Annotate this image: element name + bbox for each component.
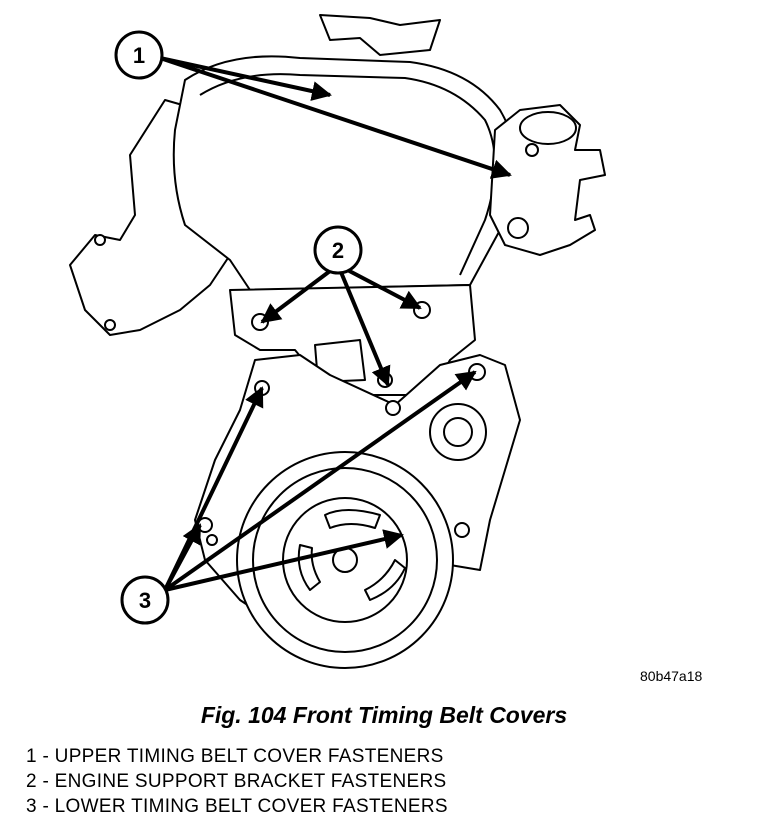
- legend-number: 2: [26, 771, 37, 792]
- legend-number: 3: [26, 796, 37, 817]
- callout-1: 1: [114, 30, 164, 80]
- legend-label: UPPER TIMING BELT COVER FASTENERS: [54, 746, 444, 767]
- callout-1-number: 1: [133, 43, 145, 68]
- figure-caption: Fig. 104 Front Timing Belt Covers: [200, 702, 568, 728]
- legend-separator: -: [36, 796, 55, 817]
- legend-number: 1: [26, 746, 37, 767]
- upper-timing-belt-cover: [172, 55, 516, 291]
- figure-reference-code: 80b47a18: [640, 668, 703, 684]
- callout-3-number: 3: [139, 588, 151, 613]
- legend-item: 1 - UPPER TIMING BELT COVER FASTENERS: [26, 744, 448, 769]
- legend-separator: -: [36, 771, 55, 792]
- callout-2: 2: [313, 225, 363, 275]
- callout-3: 3: [120, 575, 170, 625]
- leader-lines: [159, 56, 512, 592]
- legend-item: 2 - ENGINE SUPPORT BRACKET FASTENERS: [26, 769, 448, 794]
- engine-front-diagram: 1 2 3: [69, 14, 606, 669]
- legend-label: ENGINE SUPPORT BRACKET FASTENERS: [54, 771, 447, 792]
- callout-2-number: 2: [332, 238, 344, 263]
- legend-label: LOWER TIMING BELT COVER FASTENERS: [54, 796, 448, 817]
- legend-separator: -: [36, 746, 55, 767]
- top-hose: [319, 14, 441, 56]
- callout-legend: 1 - UPPER TIMING BELT COVER FASTENERS 2 …: [26, 744, 448, 819]
- legend-item: 3 - LOWER TIMING BELT COVER FASTENERS: [26, 794, 448, 819]
